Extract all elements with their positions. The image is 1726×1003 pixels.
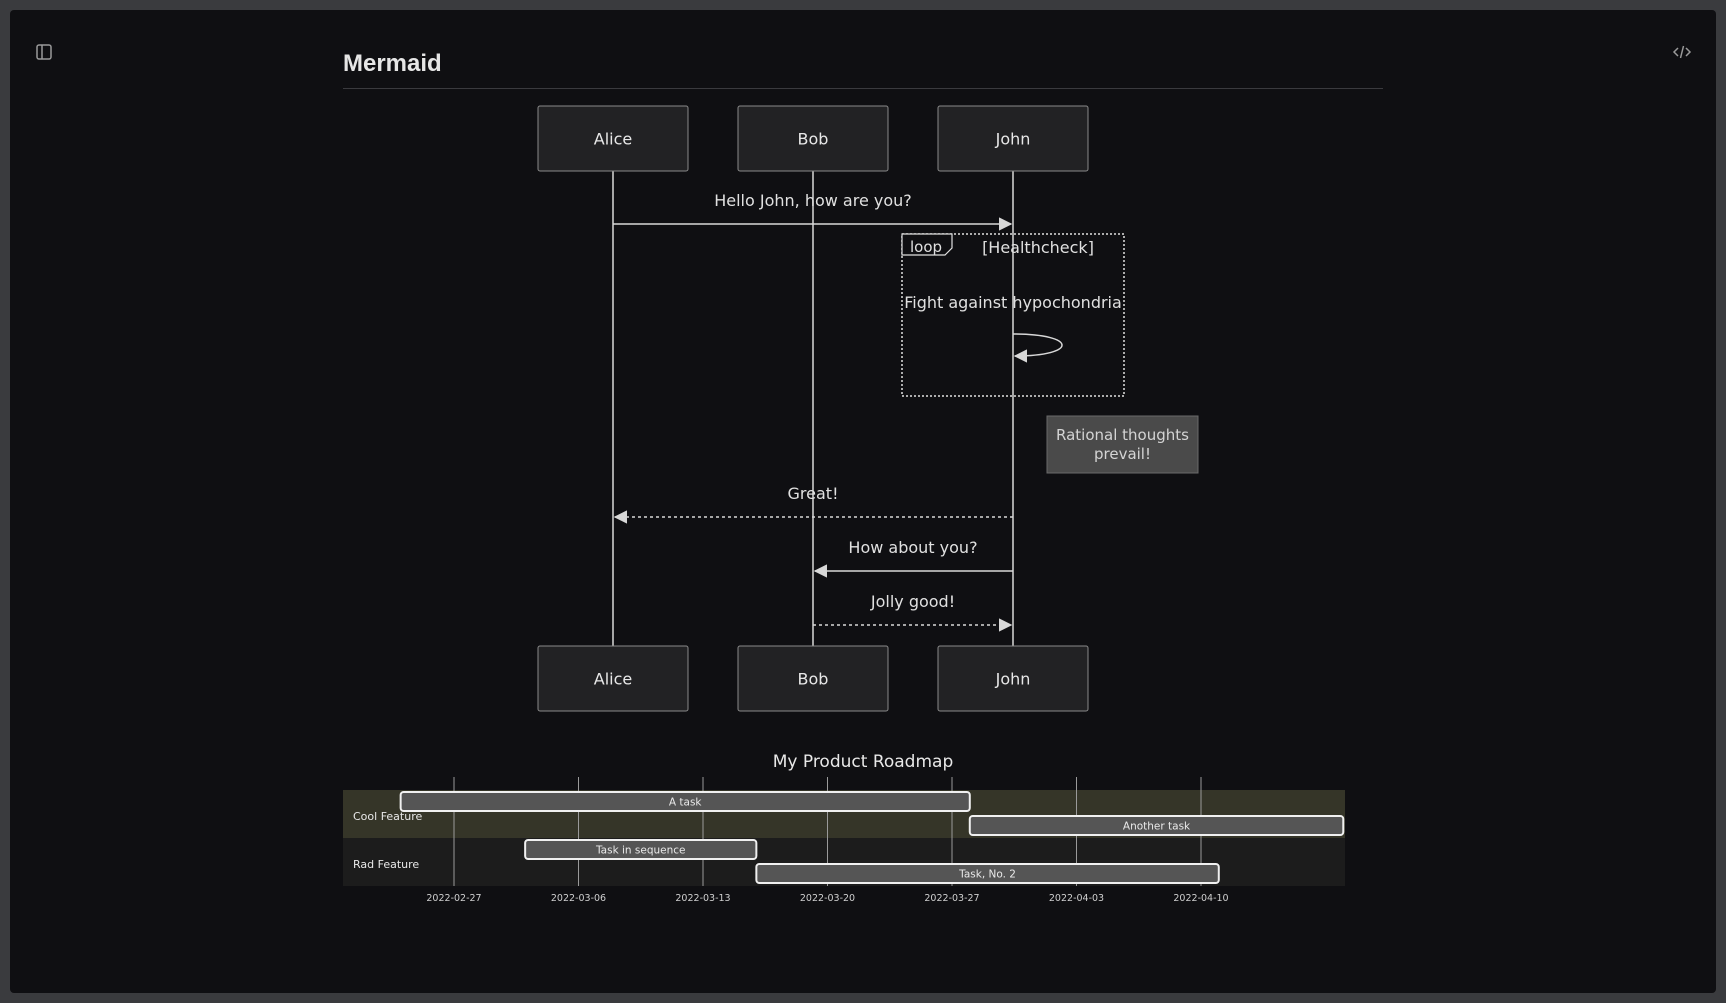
loop-label-tab xyxy=(901,233,953,256)
gantt-tick-label: 2022-03-27 xyxy=(924,893,979,904)
message-label: Great! xyxy=(788,484,839,503)
gantt-title: My Product Roadmap xyxy=(773,752,954,772)
actor-label: John xyxy=(995,130,1031,149)
actor-label: Alice xyxy=(594,670,632,689)
gantt-section-label: Cool Feature xyxy=(353,810,422,823)
gantt-task-bar xyxy=(399,791,971,812)
gantt-section-label: Rad Feature xyxy=(353,858,419,871)
gantt-task-bar xyxy=(524,839,758,860)
message-label: How about you? xyxy=(848,538,977,557)
gantt-task-bar xyxy=(968,815,1345,836)
note-box xyxy=(1046,415,1199,474)
note-text: Rational thoughts xyxy=(1056,426,1189,444)
gantt-tick-label: 2022-03-13 xyxy=(675,893,730,904)
actor-box xyxy=(737,645,889,712)
gantt-tick-label: 2022-04-03 xyxy=(1049,893,1104,904)
gantt-task-label: Task, No. 2 xyxy=(958,869,1016,881)
message-label: Fight against hypochondria xyxy=(904,293,1122,312)
message-label: Jolly good! xyxy=(870,592,955,611)
self-message-arrow xyxy=(1012,333,1063,363)
actor-box xyxy=(937,645,1089,712)
gantt-tick-label: 2022-03-20 xyxy=(800,893,855,904)
actor-box xyxy=(737,105,889,172)
gantt-task-label: A task xyxy=(669,797,703,809)
gantt-tick-label: 2022-03-06 xyxy=(551,893,606,904)
gantt-tick-label: 2022-02-27 xyxy=(426,893,481,904)
actor-label: Bob xyxy=(798,130,829,149)
gantt-task-label: Task in sequence xyxy=(595,845,686,857)
gantt-tick-label: 2022-04-10 xyxy=(1173,893,1228,904)
note-text: prevail! xyxy=(1094,445,1151,463)
actor-box xyxy=(537,105,689,172)
actor-box xyxy=(937,105,1089,172)
title-divider xyxy=(343,88,1383,89)
loop-label: loop xyxy=(910,238,942,256)
actor-box xyxy=(537,645,689,712)
loop-condition: [Healthcheck] xyxy=(982,238,1094,257)
actor-label: Alice xyxy=(594,130,632,149)
page-title: Mermaid xyxy=(343,50,442,77)
gantt-task-label: Another task xyxy=(1123,821,1191,833)
actor-label: John xyxy=(995,670,1031,689)
code-icon[interactable] xyxy=(1670,40,1694,64)
message-label: Hello John, how are you? xyxy=(714,191,912,210)
actor-label: Bob xyxy=(798,670,829,689)
gantt-task-bar xyxy=(755,863,1220,884)
sidebar-toggle-icon[interactable] xyxy=(32,40,56,64)
